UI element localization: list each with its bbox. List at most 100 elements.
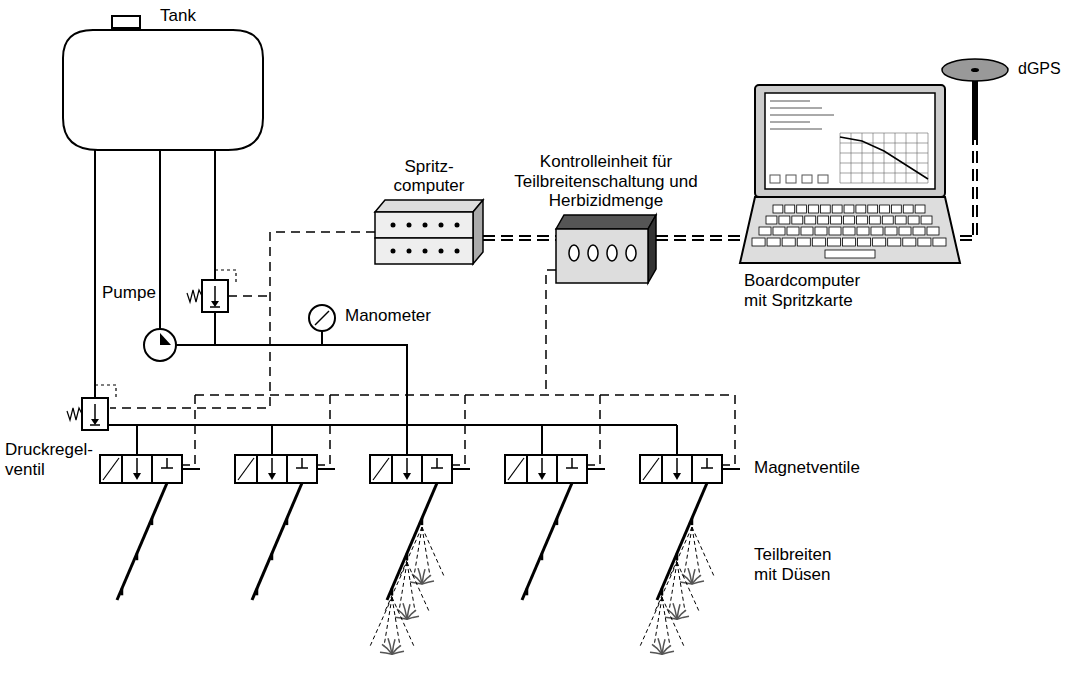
screen-grid xyxy=(840,173,928,174)
block-mark xyxy=(161,467,173,469)
button-dot xyxy=(407,223,412,228)
node-shape xyxy=(740,85,960,265)
box-top xyxy=(375,200,483,212)
feed-pipe xyxy=(676,425,678,455)
solenoid-mark xyxy=(238,458,254,480)
screen-grid xyxy=(840,143,928,144)
valve-square xyxy=(692,455,722,483)
key xyxy=(880,205,890,213)
nozzle xyxy=(256,588,259,595)
screen-icon xyxy=(770,175,780,183)
spray-fan xyxy=(407,562,415,611)
key xyxy=(899,227,911,235)
weed xyxy=(403,603,407,619)
control-line xyxy=(110,232,375,408)
spray-fan xyxy=(407,562,429,611)
valve-square xyxy=(287,455,317,483)
nozzle xyxy=(541,553,544,560)
screen-text xyxy=(770,108,822,109)
key xyxy=(766,216,777,224)
key xyxy=(773,227,785,235)
screen-grid xyxy=(840,133,841,183)
control-knob xyxy=(588,245,598,261)
key xyxy=(888,238,901,246)
feed-pipe xyxy=(406,425,408,455)
key xyxy=(815,227,827,235)
key xyxy=(895,216,906,224)
block-mark xyxy=(566,467,578,469)
key xyxy=(782,238,795,246)
key xyxy=(882,216,893,224)
manometer-needle xyxy=(315,311,329,325)
valve-arrowhead xyxy=(91,419,99,425)
connector-line xyxy=(960,140,975,238)
key xyxy=(921,216,932,224)
control-line xyxy=(182,395,195,465)
weed xyxy=(662,651,674,654)
key xyxy=(933,238,946,246)
key xyxy=(858,238,871,246)
node-label: Tank xyxy=(158,6,198,26)
valve-arrowhead xyxy=(211,301,219,307)
screen-grid xyxy=(917,133,918,183)
tank-neck xyxy=(112,16,140,28)
nozzle xyxy=(691,518,694,525)
box-side xyxy=(648,215,656,283)
magnet-valve xyxy=(370,395,470,654)
valve-bar xyxy=(90,424,100,426)
nozzle xyxy=(556,518,559,525)
flow-arrowhead xyxy=(538,473,546,480)
key xyxy=(818,216,829,224)
button-dot xyxy=(439,223,444,228)
boom-section xyxy=(252,483,302,600)
valve-square xyxy=(122,455,152,483)
feed-pipe xyxy=(541,425,543,455)
signal-connector xyxy=(960,140,975,238)
solenoid-mark xyxy=(508,458,524,480)
screen-icon xyxy=(786,175,796,183)
solenoid xyxy=(235,455,257,483)
laptop-lid xyxy=(755,85,945,197)
key xyxy=(903,238,916,246)
valve-outlet xyxy=(587,468,605,470)
valve-outlet xyxy=(317,468,335,470)
part-label: Druckregel- ventil xyxy=(3,440,99,479)
valve-square xyxy=(662,455,692,483)
spray-fan xyxy=(677,562,699,611)
magnet-valve xyxy=(100,395,200,600)
spray-fan xyxy=(677,562,685,611)
key xyxy=(915,205,925,213)
weed xyxy=(407,616,419,619)
key xyxy=(918,238,931,246)
solenoid xyxy=(100,455,122,483)
screen-grid xyxy=(840,183,928,184)
control-line xyxy=(317,395,330,465)
key xyxy=(913,227,925,235)
key xyxy=(891,205,901,213)
valve-body xyxy=(82,398,108,430)
key xyxy=(773,205,783,213)
nozzle xyxy=(271,553,274,560)
node-label: Kontrolleinheit für Teilbreitenschaltung… xyxy=(509,152,703,211)
screen-grid xyxy=(928,133,929,183)
part-label: Magnetventile xyxy=(752,458,862,478)
control-knob xyxy=(626,245,636,261)
bypass-pipe xyxy=(214,312,216,345)
valve-outlet xyxy=(182,468,200,470)
key xyxy=(873,238,886,246)
screen-text xyxy=(770,129,822,130)
key xyxy=(797,238,810,246)
key xyxy=(820,205,830,213)
antenna-dish xyxy=(942,59,1008,81)
pump-pipe xyxy=(159,150,161,329)
valve-square xyxy=(257,455,287,483)
weed xyxy=(422,581,434,584)
spray-fan xyxy=(662,597,684,646)
magnet-valve xyxy=(235,395,335,600)
boom-section xyxy=(117,483,167,600)
block-mark xyxy=(296,467,308,469)
node-label: Boardcomputer mit Spritzkarte xyxy=(742,271,886,310)
pump-arrow xyxy=(160,333,171,345)
flow-arrowhead xyxy=(268,473,276,480)
spray-fan xyxy=(422,527,430,576)
